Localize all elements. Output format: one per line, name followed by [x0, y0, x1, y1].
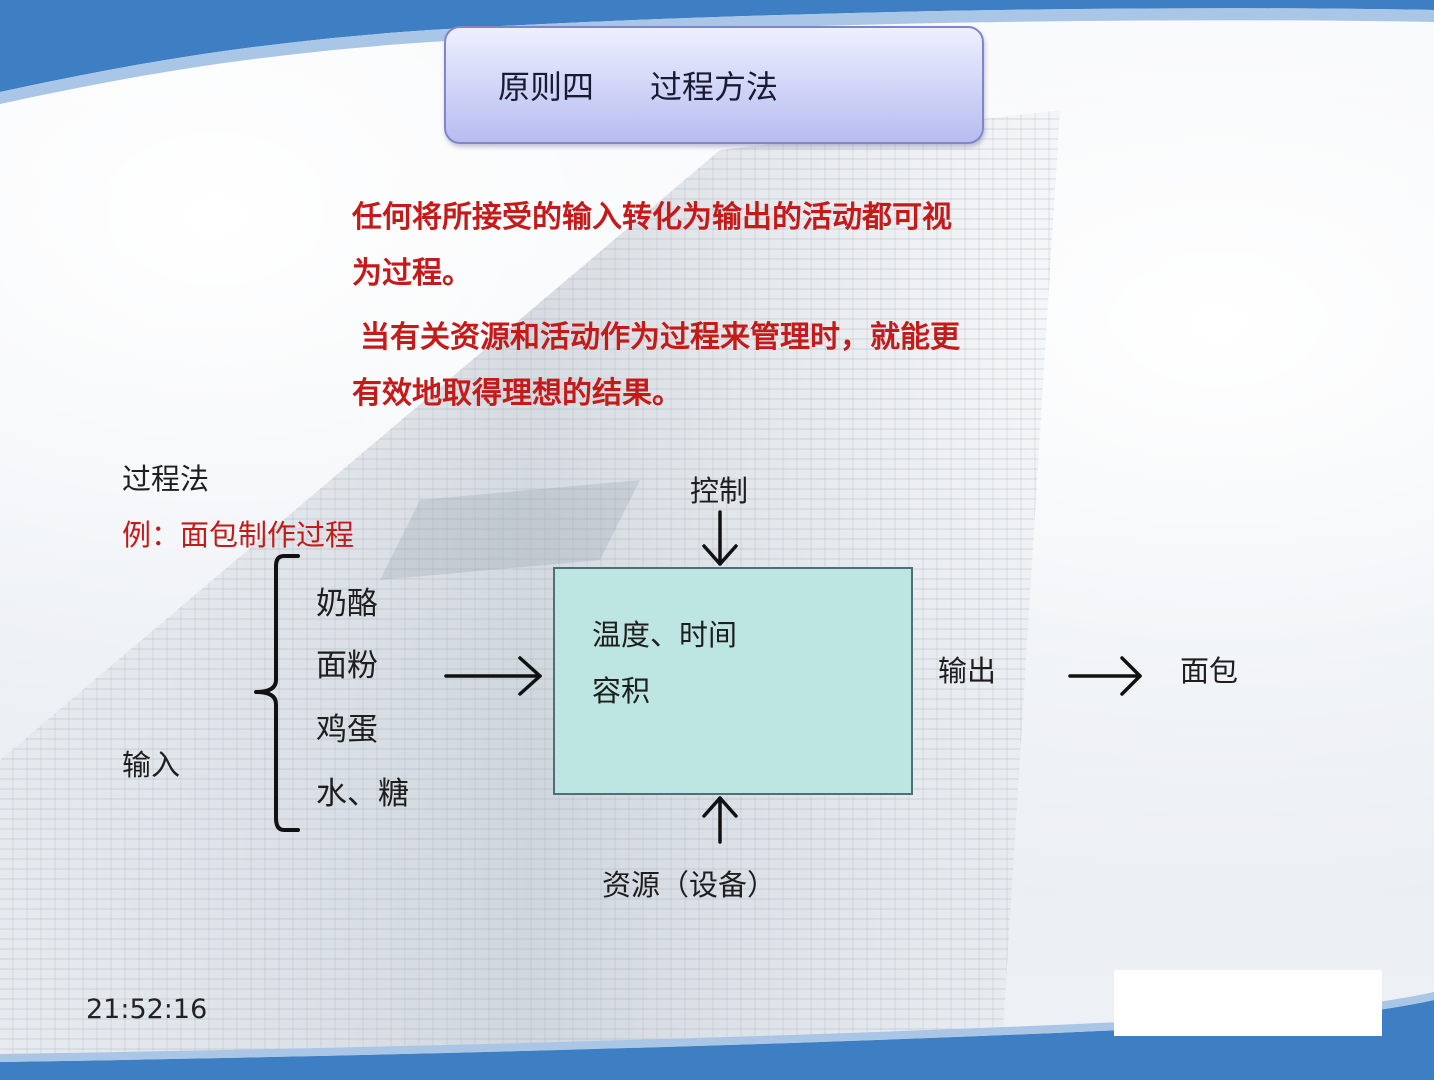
- control-label: 控制: [690, 474, 749, 508]
- timestamp: 21:52:16: [86, 994, 208, 1025]
- process-condition-line: 容积: [592, 674, 651, 708]
- input-item: 奶酪: [316, 586, 378, 622]
- resource-label: 资源（设备）: [602, 868, 777, 902]
- input-item: 面粉: [316, 648, 378, 684]
- input-label: 输入: [122, 748, 181, 782]
- control-arrow: [702, 510, 738, 566]
- process-condition-line: 温度、时间: [592, 618, 738, 652]
- product-label: 面包: [1180, 654, 1239, 688]
- input-arrow: [444, 656, 542, 696]
- blank-patch: [1114, 970, 1382, 1036]
- title-topic: 过程方法: [650, 68, 779, 106]
- process-box: [553, 567, 913, 795]
- benefit-line-2: 有效地取得理想的结果。: [352, 376, 682, 411]
- input-item: 水、糖: [316, 776, 409, 812]
- title-box: [444, 26, 984, 144]
- resource-arrow: [702, 796, 738, 844]
- output-arrow: [1068, 656, 1142, 696]
- input-brace: [254, 554, 300, 832]
- definition-line-1: 任何将所接受的输入转化为输出的活动都可视: [352, 200, 952, 235]
- output-label: 输出: [938, 654, 997, 688]
- definition-line-2: 为过程。: [352, 256, 472, 291]
- diagram-heading: 过程法: [122, 462, 210, 496]
- title-principle: 原则四: [498, 68, 595, 106]
- input-item: 鸡蛋: [316, 712, 378, 748]
- benefit-line-1: 当有关资源和活动作为过程来管理时，就能更: [360, 320, 960, 355]
- diagram-example: 例：面包制作过程: [122, 518, 355, 552]
